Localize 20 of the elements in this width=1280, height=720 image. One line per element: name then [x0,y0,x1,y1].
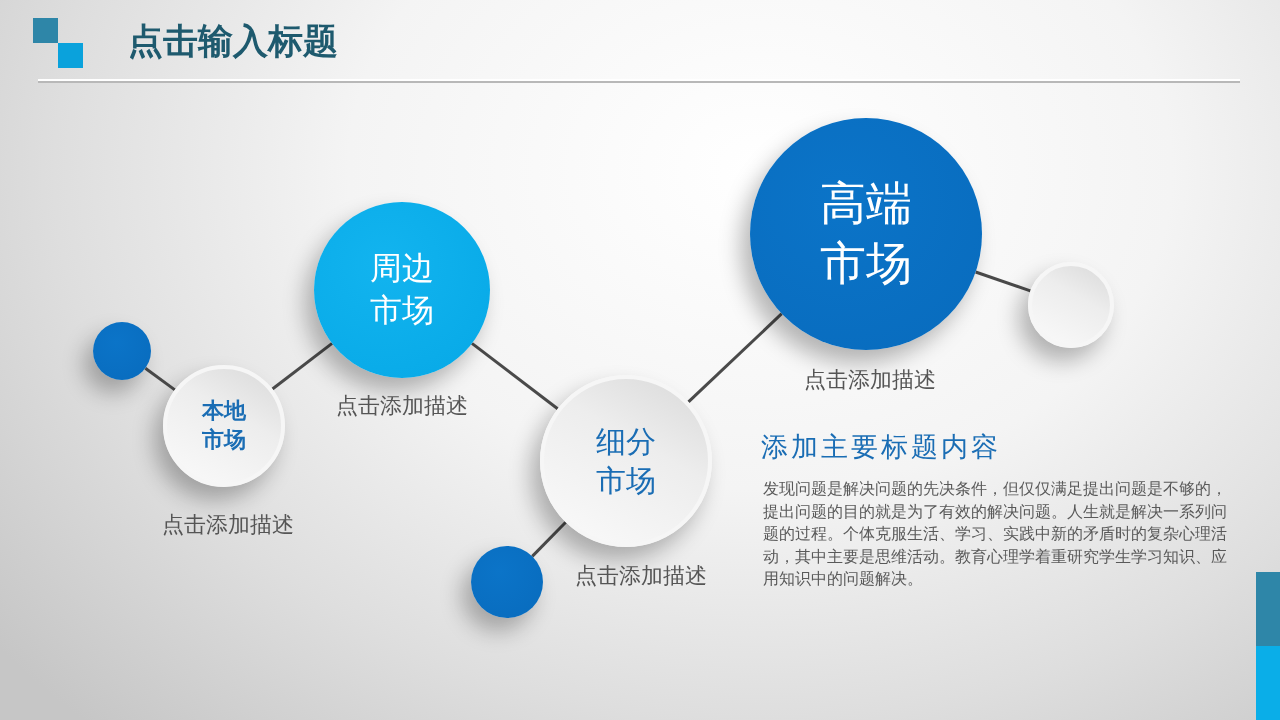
node-caption: 点击添加描述 [804,367,936,394]
node-label: 细分市场 [595,423,657,500]
slide-title: 点击输入标题 [128,20,338,62]
connector-line [271,342,333,391]
connector-line [531,521,567,558]
circle-node [93,322,151,380]
node-label: 周边市场 [369,248,435,331]
connector-line [975,270,1031,293]
connector-line [471,342,559,410]
node-label: 高端市场 [819,175,913,292]
circle-node [163,365,285,487]
section-heading: 添加主要标题内容 [761,431,1001,464]
circle-node [471,546,543,618]
body-paragraph: 发现问题是解决问题的先决条件，但仅仅满足提出问题是不够的，提出问题的目的就是为了有效的解决问题。人生就是解决一系列问题的过程。个体克服生活、学习、实践中新的矛盾时的复杂心理活动，其中主要是思维活动。教育心理学着重研究学生学习知识、应用知识中的问题解决。 [763,478,1228,591]
node-caption: 点击添加描述 [336,393,468,420]
connector-line [687,312,783,403]
node-label: 本地市场 [201,397,247,454]
node-caption: 点击添加描述 [162,512,294,539]
connector-line [144,366,176,392]
node-caption: 点击添加描述 [575,563,707,590]
